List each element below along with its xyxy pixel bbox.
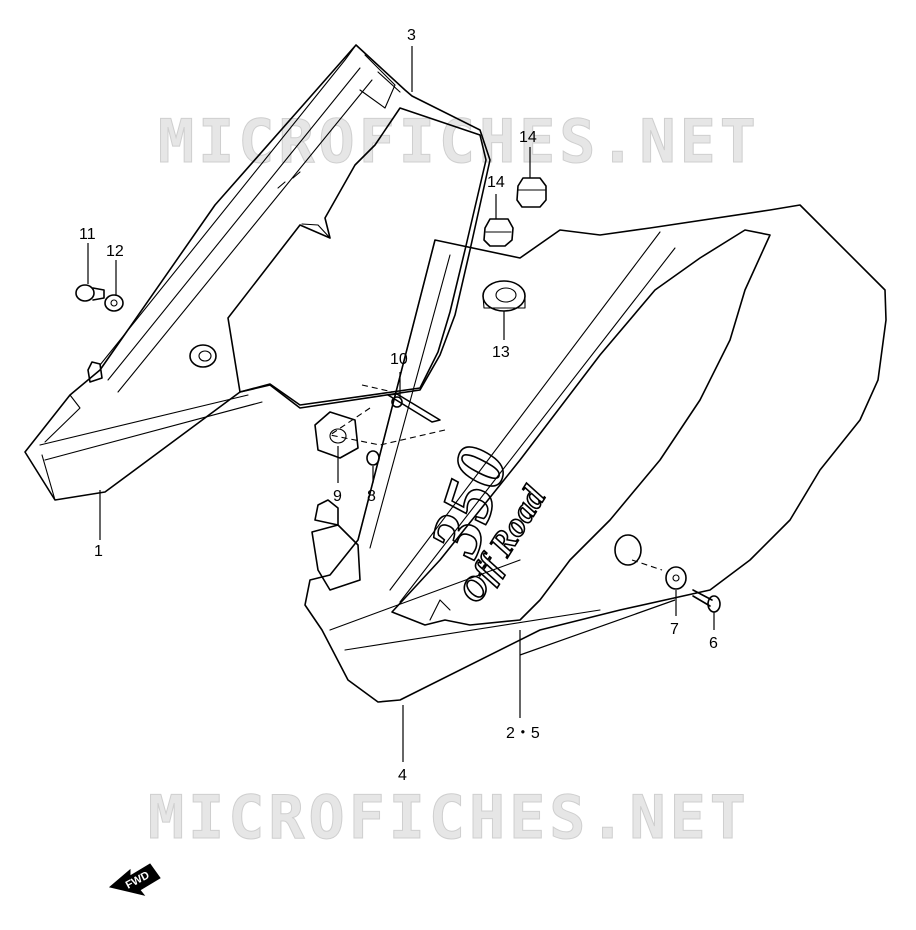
callout-11: 11 [79, 226, 96, 243]
callout-10: 10 [390, 351, 408, 368]
assembly-dashed-line [328, 384, 446, 446]
damper-14-lower [483, 218, 514, 247]
callout-4: 4 [398, 767, 407, 784]
callout-7: 7 [670, 621, 679, 638]
callout-6: 6 [709, 635, 718, 652]
callout-3: 3 [407, 27, 416, 44]
callout-13: 13 [492, 344, 510, 361]
callout-14-lower: 14 [487, 174, 505, 191]
washer-12 [104, 294, 124, 312]
nut-plate-9 [314, 411, 359, 459]
callout-2-5: 2・5 [506, 725, 540, 742]
right-frame-cover: 350 Off Road [304, 204, 887, 703]
fwd-arrow-icon: FWD [108, 863, 161, 896]
grommet-13 [482, 280, 526, 312]
callout-12: 12 [106, 243, 124, 260]
watermark-bottom: MICROFICHES.NET [148, 783, 750, 853]
assembly-dashed-line-right [631, 559, 663, 571]
washer-7 [665, 566, 687, 590]
clip-10 [387, 393, 441, 423]
callout-8: 8 [367, 488, 376, 505]
left-frame-cover [24, 44, 491, 501]
washer-8 [366, 450, 380, 466]
callout-9: 9 [333, 488, 342, 505]
bolt-11 [75, 284, 105, 302]
callout-14-upper: 14 [519, 129, 537, 146]
damper-14-upper [516, 177, 547, 208]
callout-1: 1 [94, 543, 103, 560]
